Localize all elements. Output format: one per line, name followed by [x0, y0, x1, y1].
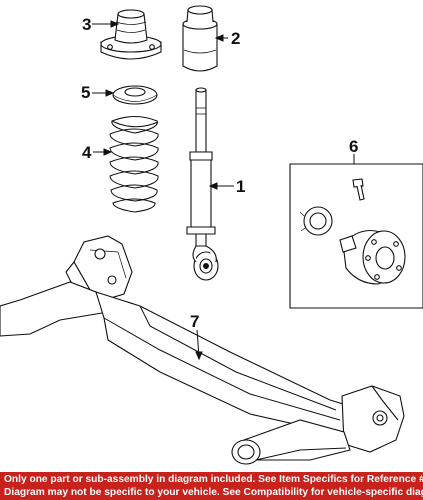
part-7-axle-beam — [0, 235, 405, 465]
leader-lines — [92, 20, 355, 361]
part-3-strut-mount — [100, 9, 162, 60]
part-4-coil-spring — [109, 115, 159, 213]
callout-2: 2 — [231, 29, 241, 48]
callout-5: 5 — [81, 83, 91, 102]
part-6-hub-box — [289, 163, 423, 309]
part-1-shock-absorber — [186, 87, 219, 281]
callout-7: 7 — [190, 312, 200, 331]
part-5-spring-insulator — [112, 85, 158, 105]
disclaimer-banner: Only one part or sub-assembly in diagram… — [0, 472, 423, 500]
callout-6: 6 — [349, 137, 359, 156]
callout-4: 4 — [82, 143, 92, 162]
disclaimer-line-1: Only one part or sub-assembly in diagram… — [4, 474, 423, 485]
part-2-dust-cover — [182, 5, 218, 72]
callout-1: 1 — [236, 177, 246, 196]
callout-3: 3 — [82, 15, 92, 34]
rear-suspension-diagram — [0, 5, 423, 465]
disclaimer-line-2: Diagram may not be specific to your vehi… — [4, 487, 423, 498]
